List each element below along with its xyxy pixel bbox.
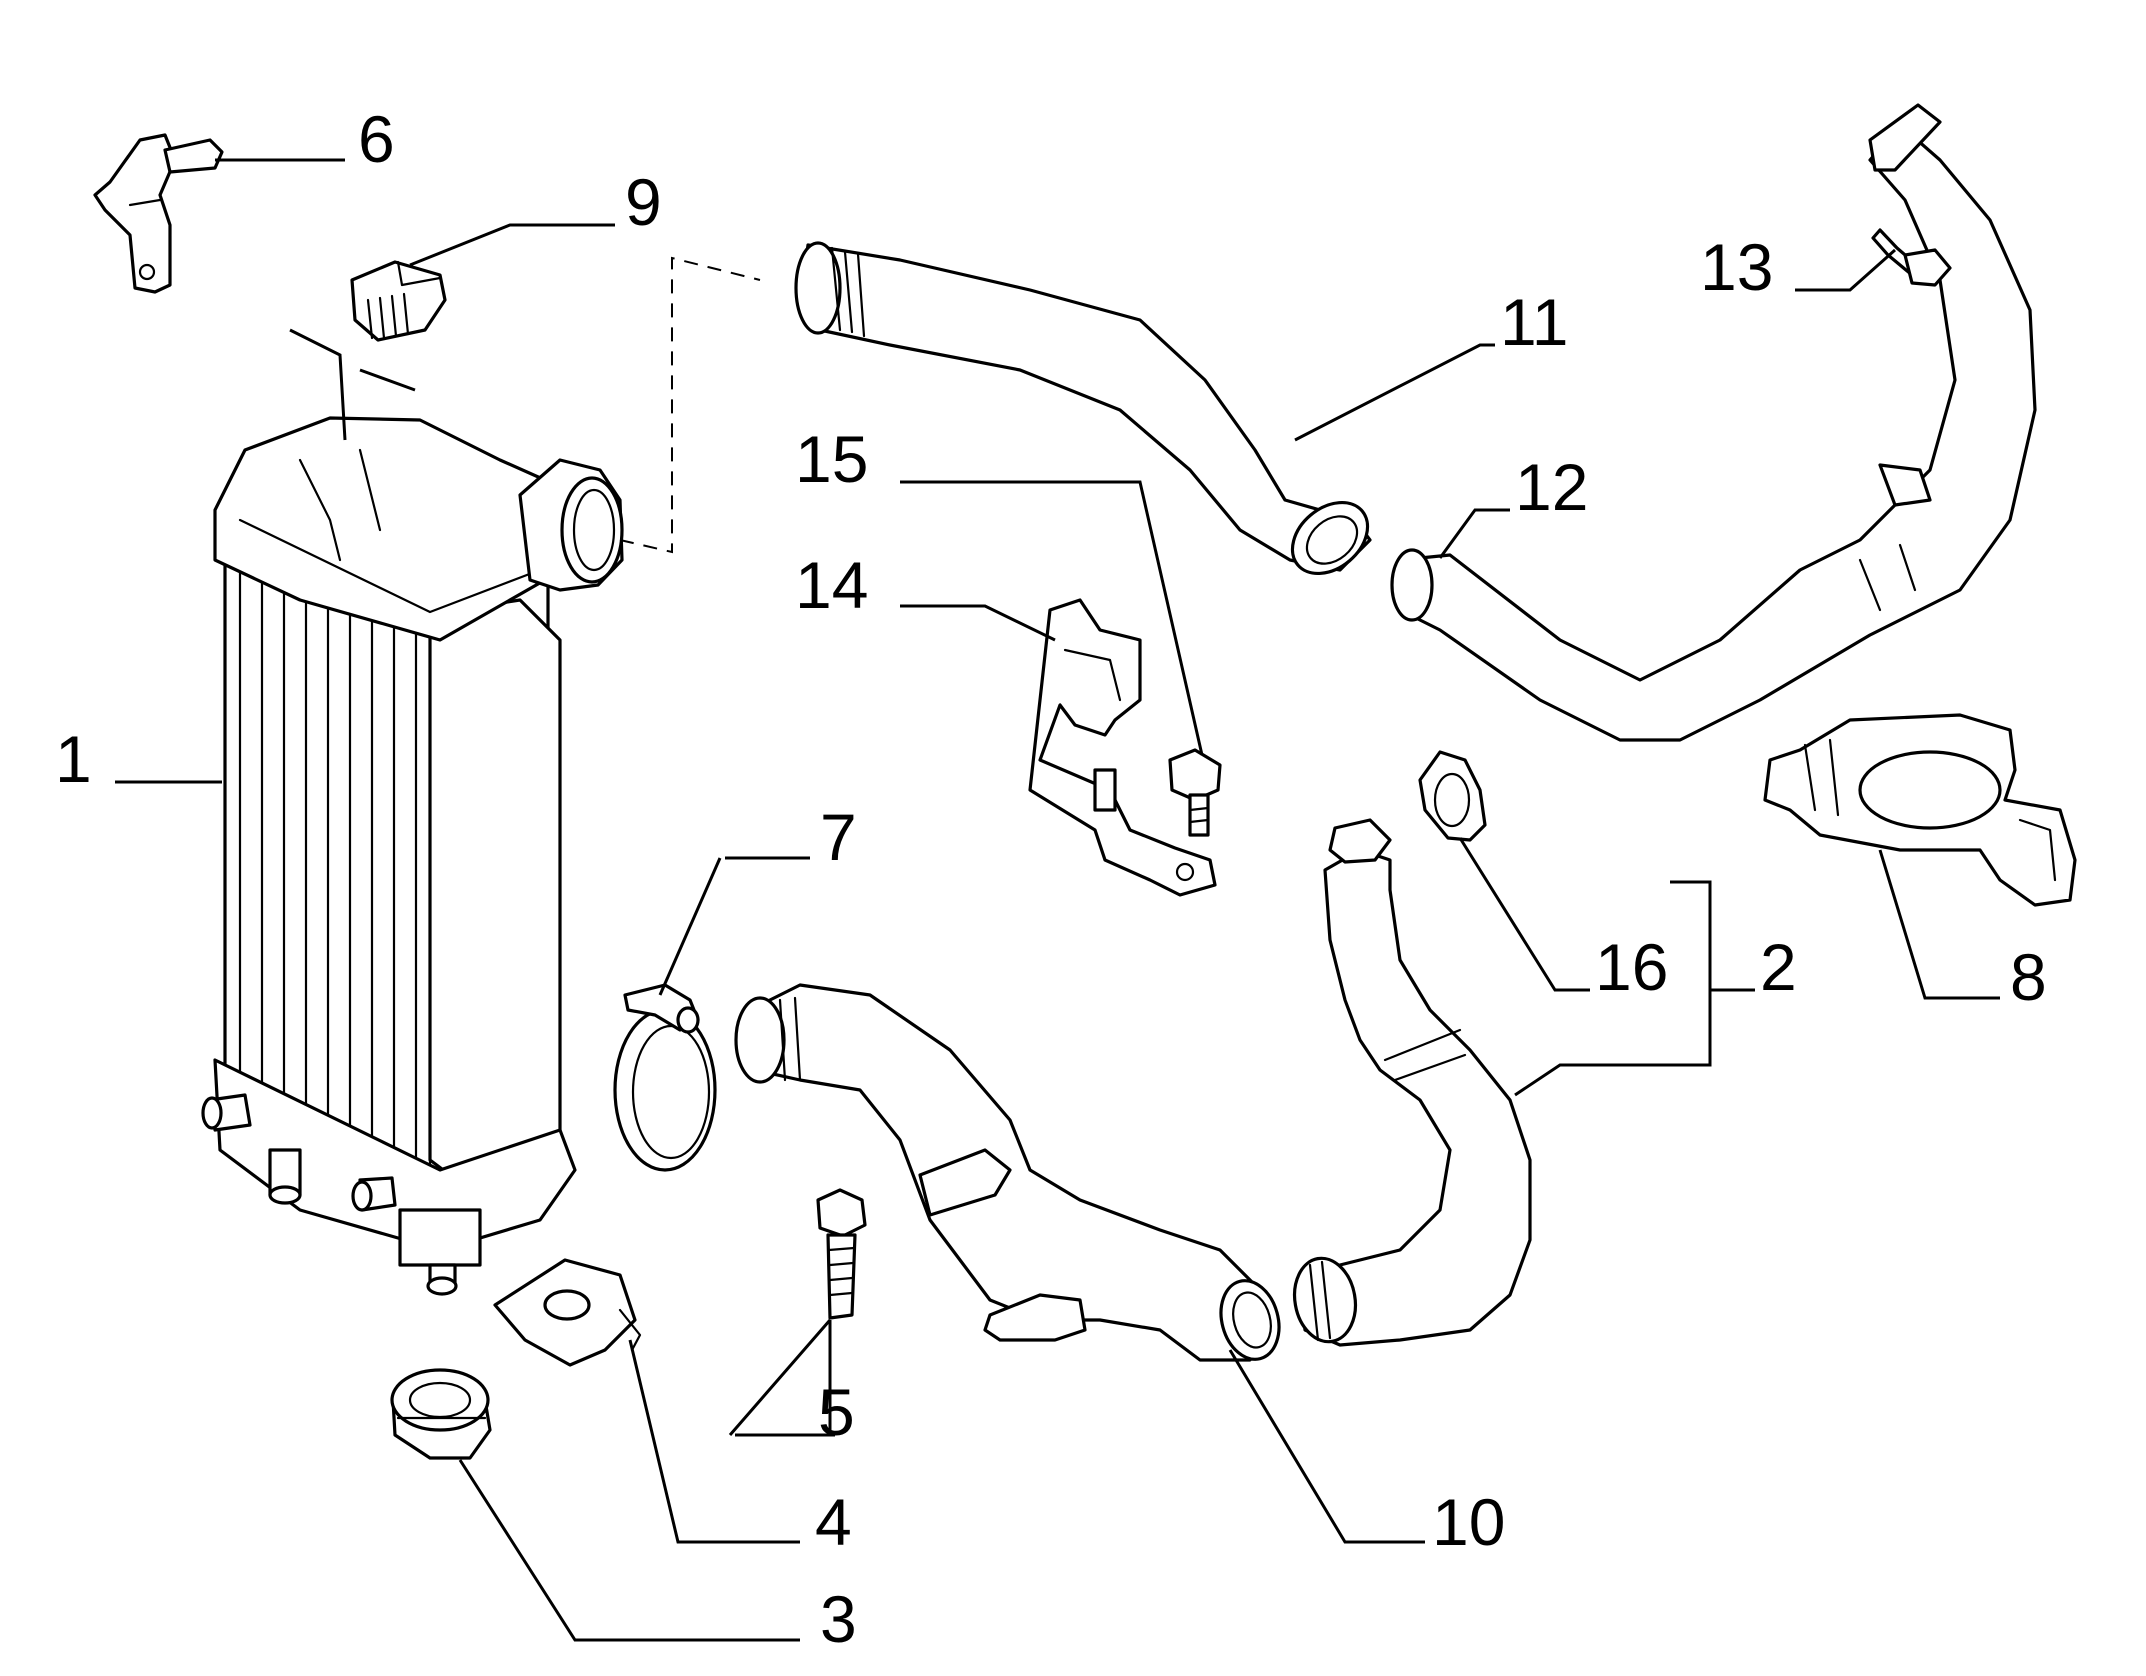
- callout-1: 1: [55, 722, 92, 796]
- callout-2: 2: [1760, 930, 1797, 1004]
- callout-4: 4: [815, 1485, 852, 1559]
- clip-9: [350, 260, 447, 342]
- hose-10: [734, 983, 1281, 1362]
- callout-10: 10: [1432, 1485, 1505, 1559]
- callout-14: 14: [795, 548, 868, 622]
- callout-6: 6: [358, 102, 395, 176]
- grommet-3: [390, 1368, 492, 1460]
- callout-9: 9: [625, 165, 662, 239]
- callout-16: 16: [1595, 930, 1668, 1004]
- callout-11: 11: [1500, 285, 1569, 359]
- callout-5: 5: [818, 1375, 855, 1449]
- callout-15: 15: [795, 422, 868, 496]
- gasket-16: [1418, 750, 1487, 842]
- callout-labels: 1 2 3 4 5 6 7 8 9 10 11 12 13 14 15 16: [55, 102, 2047, 1656]
- bracket-4: [493, 1258, 642, 1367]
- callout-3: 3: [820, 1582, 857, 1656]
- bracket-6: [93, 133, 224, 294]
- hose-11: [794, 241, 1372, 576]
- pipe-2: [1292, 818, 1532, 1347]
- leader-lines: [115, 158, 2000, 1642]
- bolt-15: [1168, 748, 1222, 837]
- bolt-5: [816, 1188, 867, 1320]
- pipe-12: [1390, 103, 2037, 742]
- hose-clamp-7: [613, 983, 717, 1172]
- callout-7: 7: [820, 800, 857, 874]
- callout-8: 8: [2010, 940, 2047, 1014]
- callout-13: 13: [1700, 230, 1773, 304]
- clamp-8: [1763, 713, 2077, 907]
- callout-12: 12: [1515, 450, 1588, 524]
- bracket-14: [1028, 598, 1217, 897]
- bolt-13: [1871, 228, 1952, 287]
- intercooler: [201, 416, 624, 1296]
